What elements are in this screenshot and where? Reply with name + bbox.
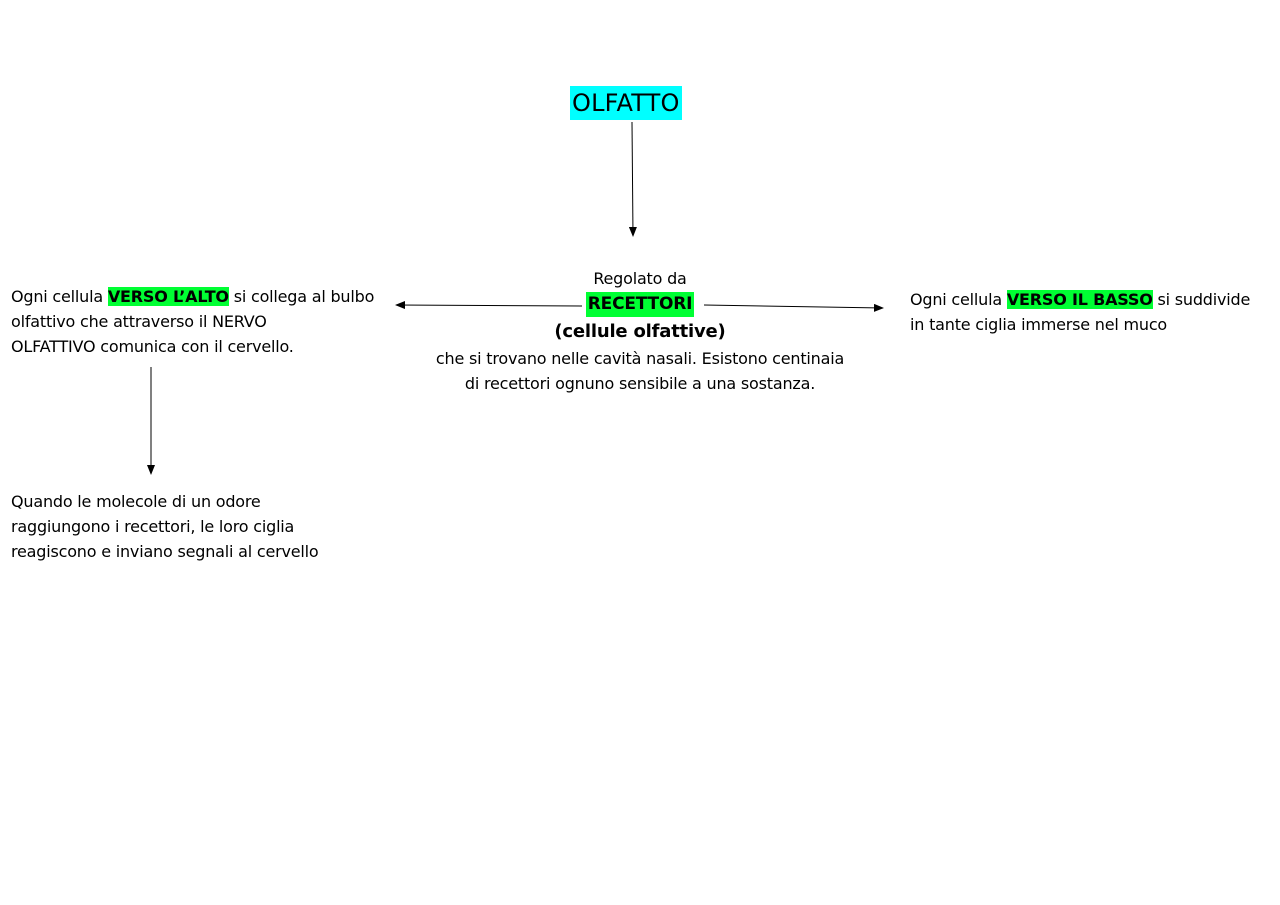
bottom-description-line: Quando le molecole di un odore: [11, 492, 261, 511]
verso-basso-highlight: VERSO IL BASSO: [1006, 290, 1153, 309]
left-suffix-text: si collega al bulbo: [228, 287, 375, 306]
arrow-title-to-center: [628, 121, 637, 237]
left-description-line: OLFATTIVO comunica con il cervello.: [11, 337, 294, 356]
center-subtitle: (cellule olfattive): [554, 321, 726, 342]
center-node: Regolato da RECETTORI (cellule olfattive…: [420, 266, 860, 396]
diagram-title: OLFATTO: [570, 86, 682, 120]
left-prefix-text: Ogni cellula: [11, 287, 108, 306]
arrow-center-to-right: [703, 303, 884, 312]
left-description-line: olfattivo che attraverso il NERVO: [11, 312, 267, 331]
arrow-center-to-left: [395, 301, 583, 310]
right-prefix-text: Ogni cellula: [910, 290, 1007, 309]
recettori-highlight: RECETTORI: [585, 292, 695, 317]
center-description-line: di recettori ognuno sensibile a una sost…: [464, 374, 816, 393]
bottom-description-line: reagiscono e inviano segnali al cervello: [11, 542, 319, 561]
verso-alto-highlight: VERSO L’ALTO: [107, 287, 229, 306]
right-suffix-text: si suddivide: [1152, 290, 1251, 309]
right-node: Ogni cellula VERSO IL BASSO si suddivide…: [910, 287, 1270, 337]
center-description-line: che si trovano nelle cavità nasali. Esis…: [435, 349, 845, 368]
left-node: Ogni cellula VERSO L’ALTO si collega al …: [11, 284, 391, 359]
right-description-line: in tante ciglia immerse nel muco: [910, 315, 1168, 334]
bottom-description-line: raggiungono i recettori, le loro ciglia: [11, 517, 295, 536]
center-intro-text: Regolato da: [593, 269, 687, 288]
bottom-node: Quando le molecole di un odore raggiungo…: [11, 489, 341, 564]
